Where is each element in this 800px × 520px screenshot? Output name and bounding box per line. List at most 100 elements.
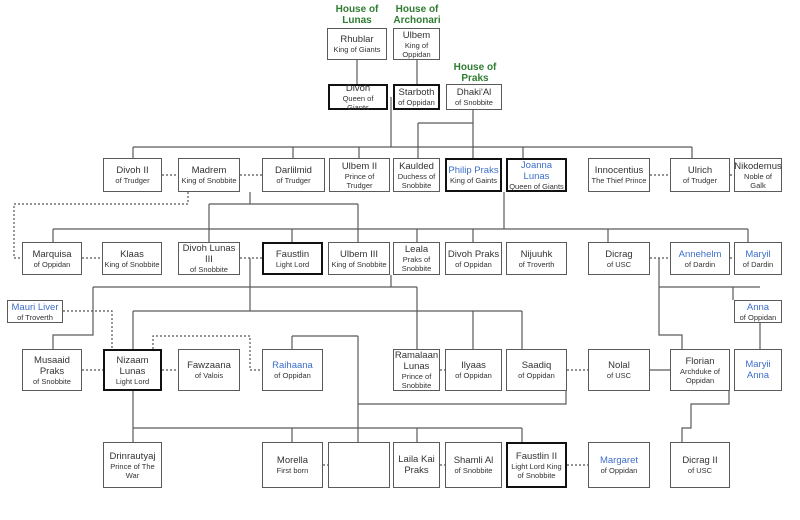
person-title: of Trudger [276,176,311,185]
person-name: Mauri Liver [11,301,59,313]
person-name: Margaret [599,455,638,466]
person-title: of USC [687,466,713,475]
person-name: Nikodemus [734,160,782,172]
person-name: Philip Praks [448,165,499,176]
person-title: of USC [606,371,632,380]
house-label-lunas: House of Lunas [335,4,379,26]
person-name: Ulrich [687,165,713,176]
person-title: First born [276,466,309,475]
person-name: Divoh II [116,165,149,176]
person-title: Queen of Giants [509,181,564,191]
person-title: King of Giants [333,45,381,54]
person-name: Ulbem II [341,160,378,172]
person-title: Light Lord King of Snobbite [511,461,562,480]
person-title: of Oppidan [518,371,555,380]
person-name: Nijuuhk [520,248,553,260]
person-title: Queen of Giants [342,93,374,112]
person-title: of Oppidan [455,259,492,269]
person-title: King of Snobbite [331,259,387,269]
person-title: of Snobbite [454,466,493,475]
person-name: Shamli Al [453,455,494,466]
person-title: of Snobbite [190,265,228,274]
person-title: of Trudger [682,176,718,185]
person-box-laila[interactable]: Laila Kai Praks [393,442,440,488]
person-title: Duchess of Snobbite [397,171,436,190]
house-label-praks: House of Praks [453,62,497,84]
person-name: Ulbem [402,29,431,41]
person-name: Faustlin [275,248,310,260]
person-name: Leala [404,244,429,255]
person-title: of Snobbite [33,376,71,386]
person-name: Faustlin II [515,450,558,462]
person-name: Madrem [191,165,227,176]
person-name: Darlilmid [275,165,312,176]
person-name: Fawzaana [187,360,231,371]
person-name: Morella [276,455,309,466]
person-name: Drinrautyaj [109,450,156,462]
person-name: Starboth [398,87,435,98]
person-box-maryii[interactable]: Maryii Anna [734,349,782,391]
person-title: of Trudger [115,176,150,185]
person-title: Light Lord [115,376,150,386]
person-name: Marquisa [32,248,72,260]
person-name: Klaas [120,248,144,260]
person-name: Ulbem III [339,248,378,260]
person-title: Praks of Snobbite [401,255,432,273]
person-title: Light Lord [275,259,310,269]
person-title: King of Gaints [449,176,498,185]
person-name: Dicrag II [682,455,718,466]
person-title: Prince of The War [110,461,155,480]
person-title: of Oppidan [398,98,435,107]
person-box-empty[interactable] [328,442,390,488]
person-title: of Troverth [17,312,53,322]
person-name: Rhublar [340,34,374,45]
person-title: of Oppidan [739,312,777,322]
person-name: Divoh [345,82,371,94]
person-title: King of Snobbite [181,176,237,185]
